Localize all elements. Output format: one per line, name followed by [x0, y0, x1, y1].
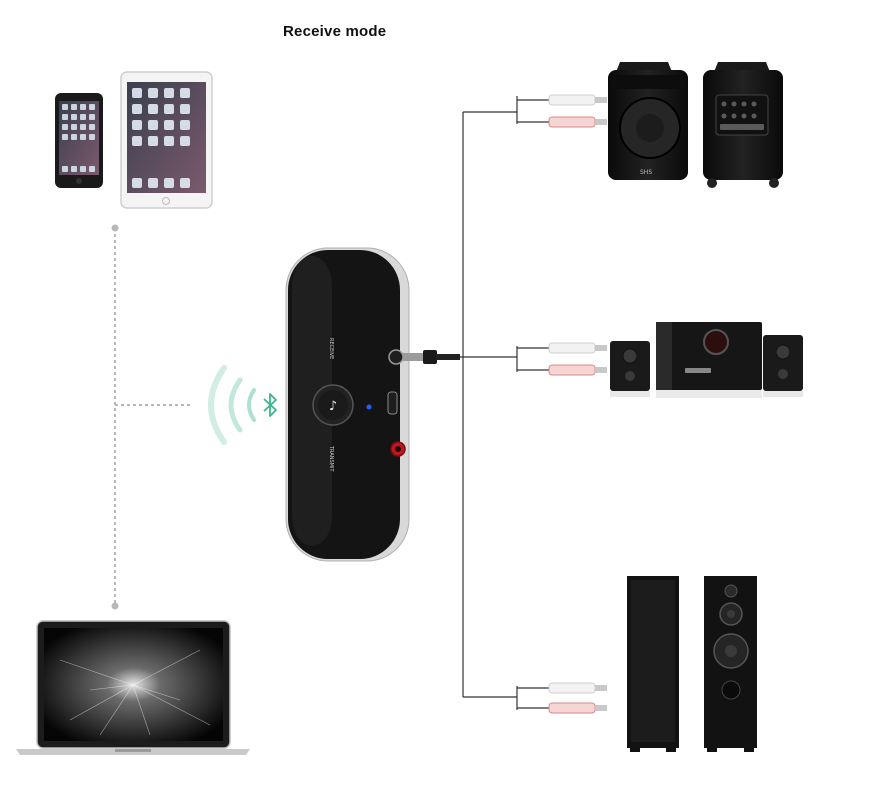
subwoofer-speaker-icon: [610, 322, 803, 398]
dot-endpoint-top: [111, 224, 119, 232]
smartphone-icon: [55, 93, 103, 188]
bluetooth-signal-icon: [208, 365, 256, 445]
rca-plugs-bottom: [548, 682, 607, 714]
tower-speaker-icon: [627, 576, 757, 752]
aux-plug-icon: [403, 350, 460, 364]
bluetooth-icon: [263, 393, 277, 417]
diagram-title: Receive mode: [283, 23, 387, 40]
rca-plugs-middle: [548, 342, 607, 376]
status-led-icon: [366, 404, 372, 410]
svg-text:♪: ♪: [329, 399, 337, 414]
svg-text:SHS: SHS: [640, 169, 652, 176]
rca-plugs-top: [548, 94, 607, 128]
laptop-icon: [16, 620, 250, 755]
tablet-icon: [120, 71, 213, 209]
aux-port-icon: [388, 349, 404, 365]
audio-cable-tree: [460, 96, 549, 710]
wireless-link-dotted-line: [114, 228, 190, 605]
receive-label: RECEIVE: [328, 338, 334, 359]
bluetooth-receiver-device: ♪ RECEIVE TRANSMIT: [285, 247, 410, 562]
pa-speaker-icon: SHS: [608, 62, 783, 188]
dot-endpoint-bottom: [111, 602, 119, 610]
usb-port-icon: [387, 391, 398, 415]
transmit-label: TRANSMIT: [328, 445, 334, 472]
